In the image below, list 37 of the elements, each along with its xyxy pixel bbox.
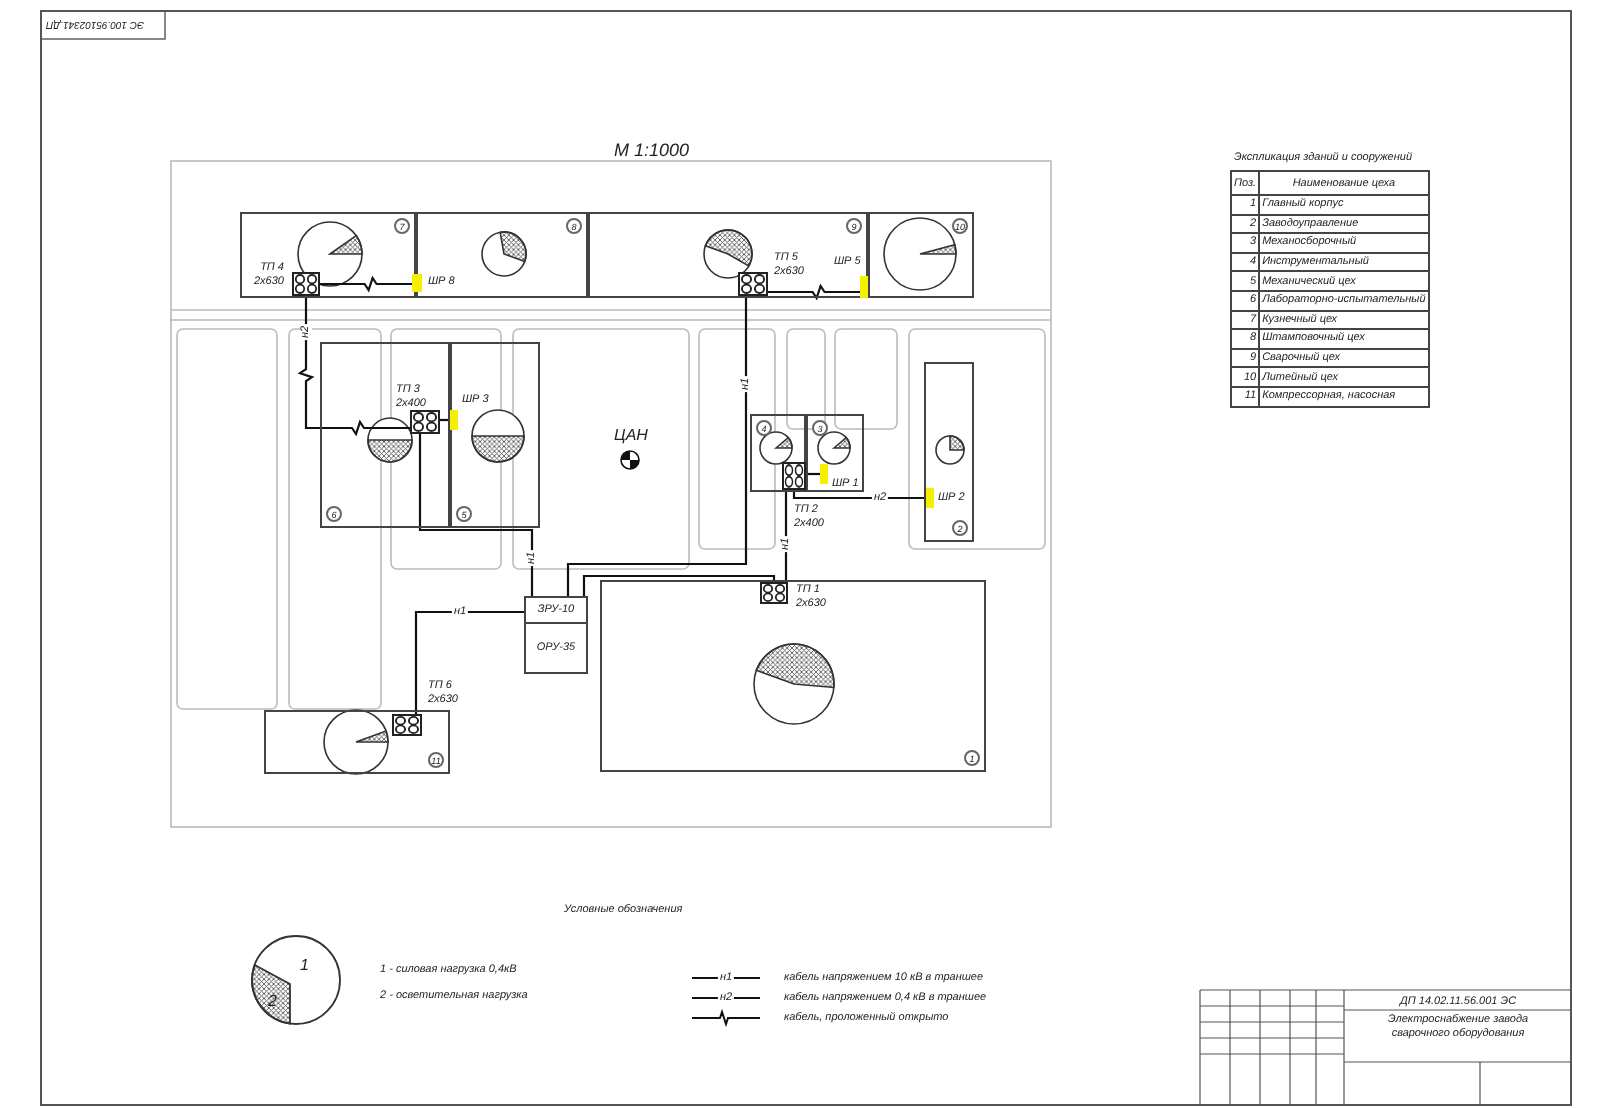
transformer-substation-symbol [410, 410, 440, 434]
cable-line [566, 296, 748, 596]
cable-line [806, 472, 820, 476]
distribution-cabinet-marker [860, 276, 868, 298]
transformer-substation-symbol [782, 462, 806, 490]
transformer-substation-symbol [392, 714, 422, 736]
legend-pie-number: 2 [268, 992, 277, 1010]
cable-line [792, 490, 926, 500]
building-outline [806, 414, 864, 492]
building-outline [450, 342, 540, 528]
load-center-label: ЦАН [614, 426, 648, 444]
building-outline [264, 710, 450, 774]
switchgear-box [524, 596, 588, 674]
cable-line [297, 296, 410, 437]
cable-line [440, 418, 450, 422]
transformer-substation-symbol [760, 582, 788, 604]
building-outline [600, 580, 986, 772]
cable-line [320, 275, 412, 293]
distribution-cabinet-marker [926, 488, 934, 508]
building-outline [240, 212, 416, 298]
transformer-substation-symbol [738, 272, 768, 296]
cable-line [418, 434, 534, 596]
distribution-cabinet-marker [450, 410, 458, 430]
cable-line [768, 283, 860, 301]
distribution-cabinet-marker [820, 464, 828, 484]
transformer-substation-symbol [292, 272, 320, 296]
cable-line [582, 574, 776, 596]
building-outline [750, 414, 806, 492]
distribution-cabinet-marker [412, 274, 422, 292]
building-outline [588, 212, 868, 298]
building-outline [868, 212, 974, 298]
legend-pie-number: 1 [300, 956, 309, 974]
building-outline [320, 342, 450, 528]
scale-label: М 1:1000 [614, 140, 690, 160]
cable-line [784, 490, 788, 582]
building-outline [924, 362, 974, 542]
cable-line [414, 610, 524, 714]
